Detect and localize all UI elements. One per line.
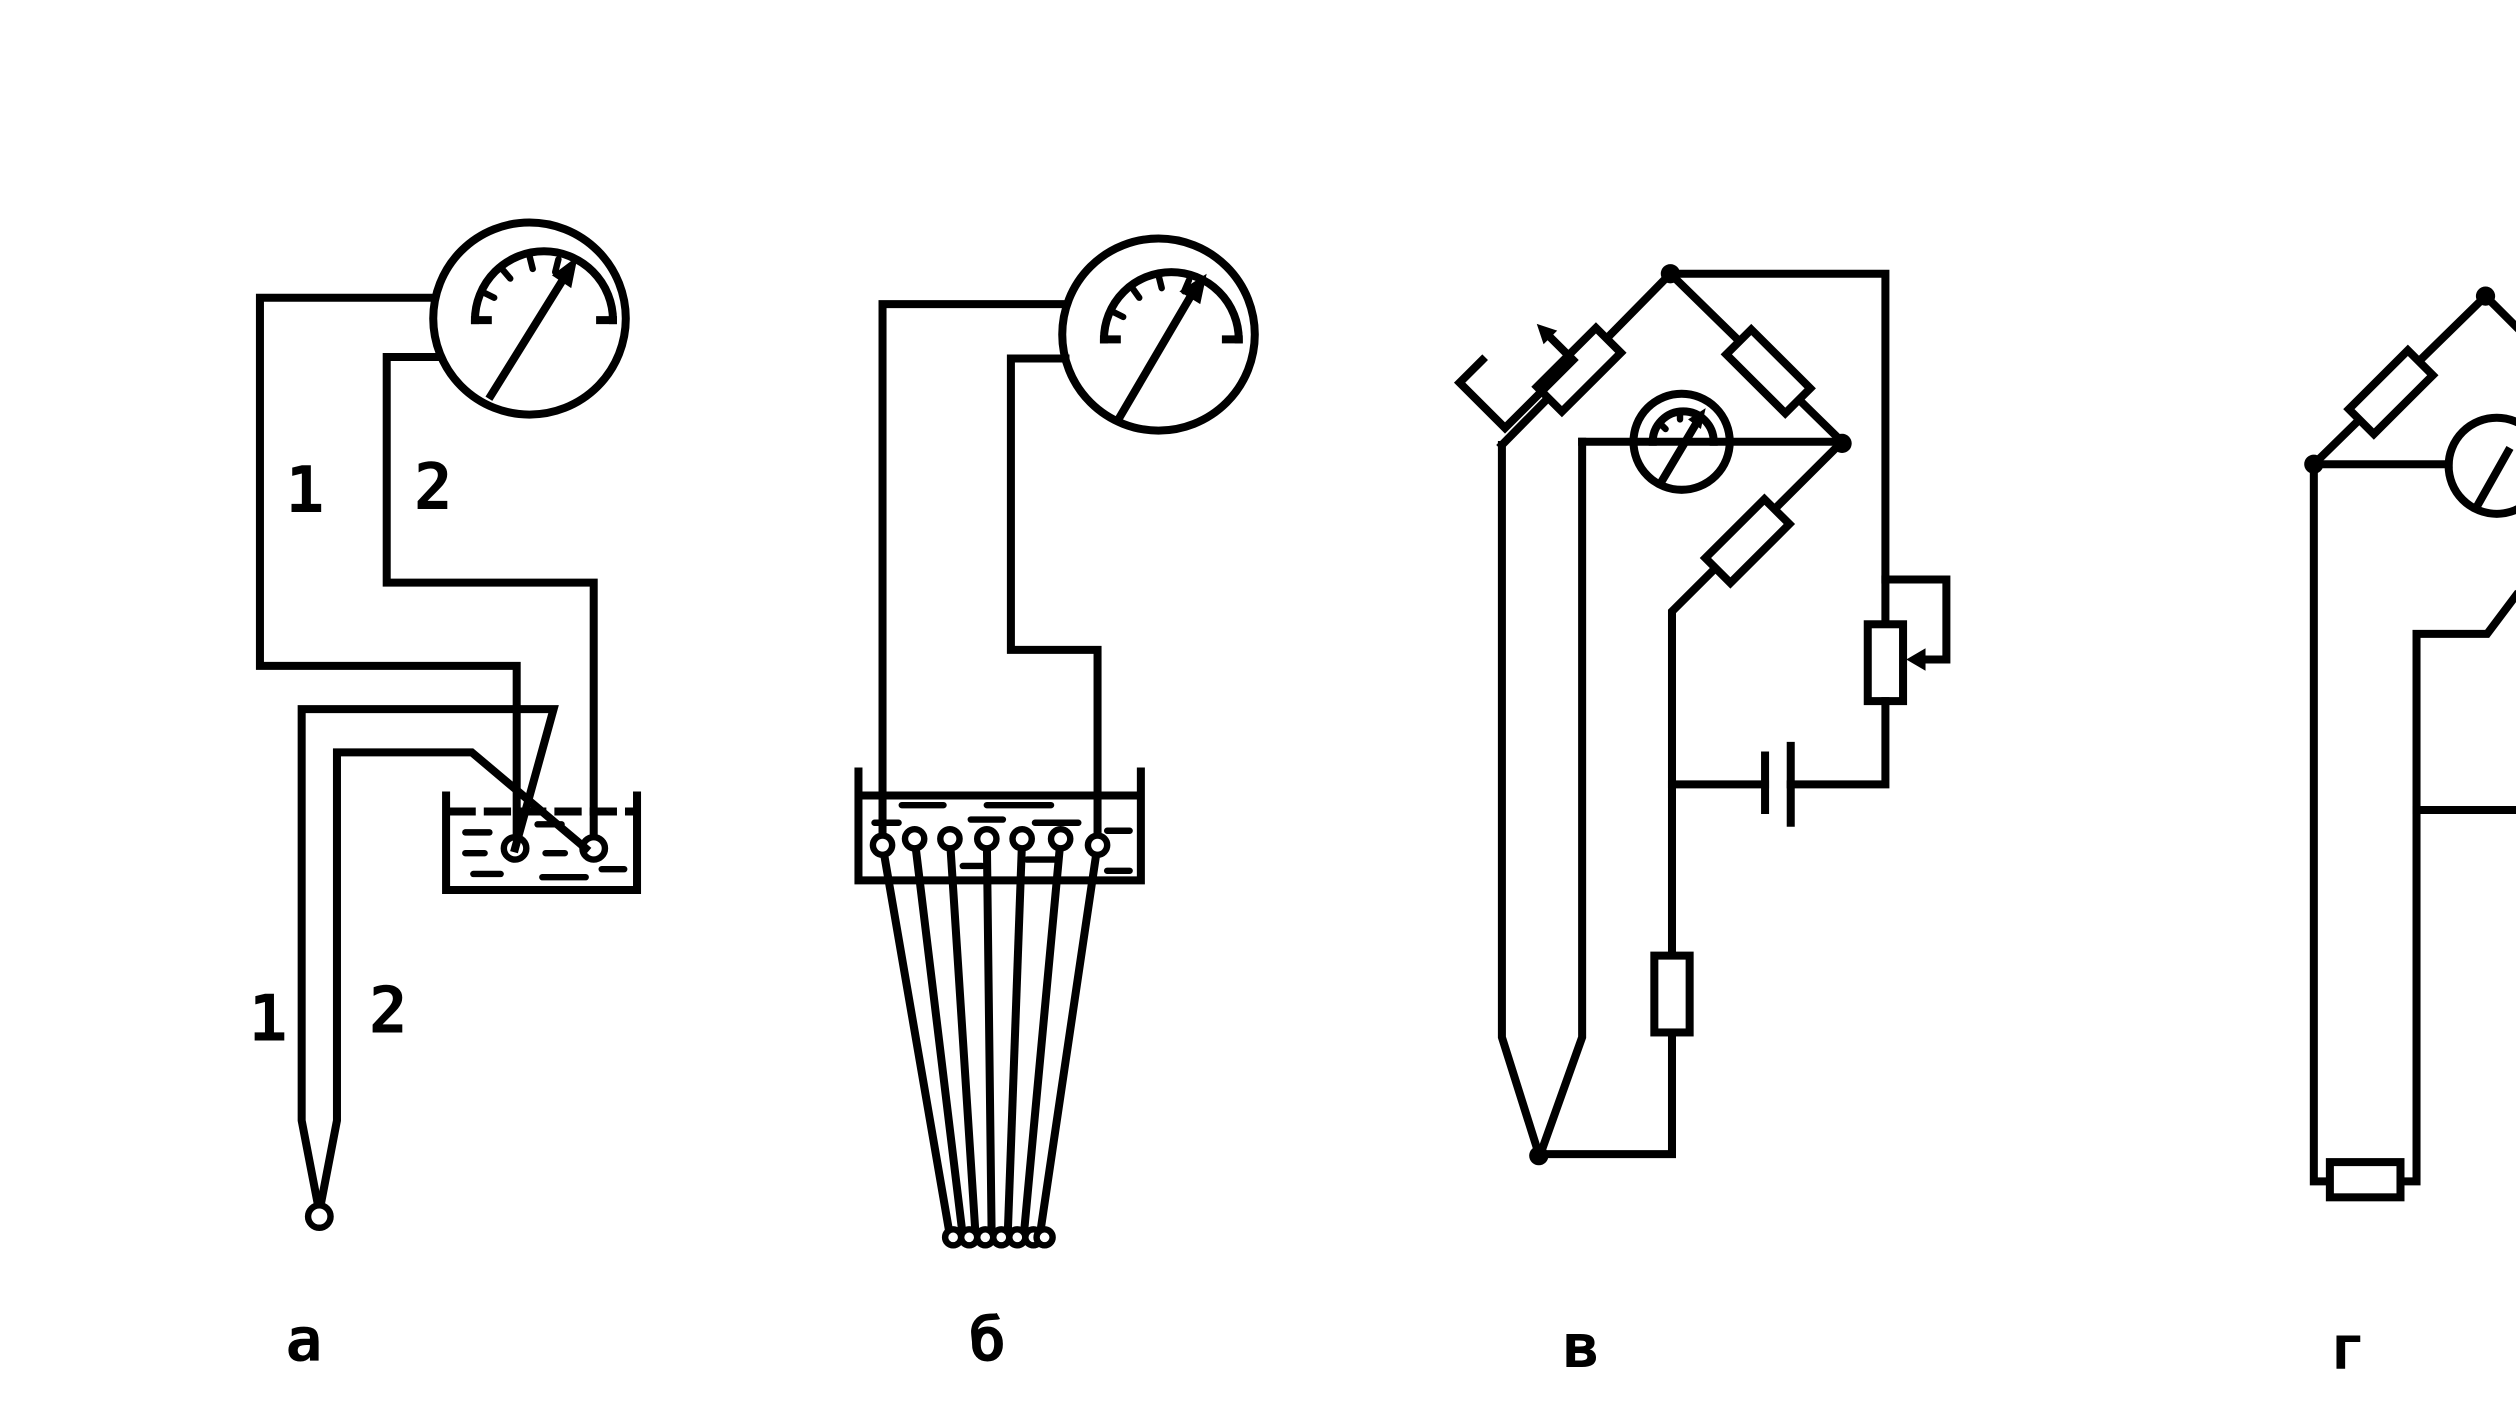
- panel-v-thermocouple-leg-1: [1497, 440, 1544, 1160]
- caption-a: а: [286, 1305, 323, 1376]
- panel-a-wire-2: [382, 352, 598, 850]
- panel-a-galvanometer: [429, 218, 630, 419]
- label-wire-1-upper: 1: [286, 454, 325, 528]
- panel-g-galvanometer: [2444, 413, 2516, 518]
- panel-b-wire-1: [878, 300, 1070, 837]
- panel-b-thermopile-leads: [869, 825, 1111, 1249]
- caption-v: в: [1563, 1311, 1600, 1382]
- panel-g: [2304, 286, 2516, 1202]
- panel-g-resistor: [2343, 344, 2439, 440]
- panel-v-top-bus: [1666, 269, 1890, 629]
- panel-v-bottom-return: [1534, 1030, 1677, 1159]
- panel-a: 1 2 1 2: [249, 218, 642, 1231]
- label-wire-2-lower: 2: [369, 975, 408, 1049]
- caption-b: б: [969, 1305, 1006, 1376]
- panel-v-rheostat-r5: [1863, 620, 1908, 706]
- panel-a-hot-junction: [304, 1202, 334, 1231]
- panel-b-wire-2: [1006, 354, 1102, 837]
- panel-v-galvanometer: [1629, 389, 1734, 494]
- panel-g-leg-1: [2309, 460, 2334, 1186]
- panel-b-galvanometer: [1058, 234, 1259, 435]
- panel-a-thermocouple-wire-2: [316, 748, 592, 1209]
- panel-v: [1453, 264, 1951, 1166]
- panel-g-leg-2: [2396, 589, 2516, 1186]
- panel-v-resistor-r3: [1699, 493, 1796, 589]
- panel-v-rheostat-r1: [1453, 323, 1579, 434]
- panel-a-thermocouple-wire-1: [297, 705, 559, 1209]
- panel-b-junction-bath: [854, 767, 1145, 885]
- caption-g: г: [2330, 1313, 2367, 1384]
- panel-v-battery-wire: [1667, 697, 1890, 789]
- panel-b: [854, 234, 1259, 1249]
- panel-a-wire-1: [255, 293, 521, 850]
- panel-v-resistor-r4: [1650, 951, 1694, 1037]
- panel-v-resistor-r2: [1720, 323, 1816, 419]
- label-wire-1-lower: 1: [249, 983, 288, 1057]
- panel-v-thermocouple-leg-2: [1535, 437, 1587, 1160]
- label-wire-2-upper: 2: [414, 451, 453, 525]
- panel-g-resistor-bottom: [2325, 1158, 2405, 1202]
- panel-v-bridge-lower-right: [1667, 436, 1848, 962]
